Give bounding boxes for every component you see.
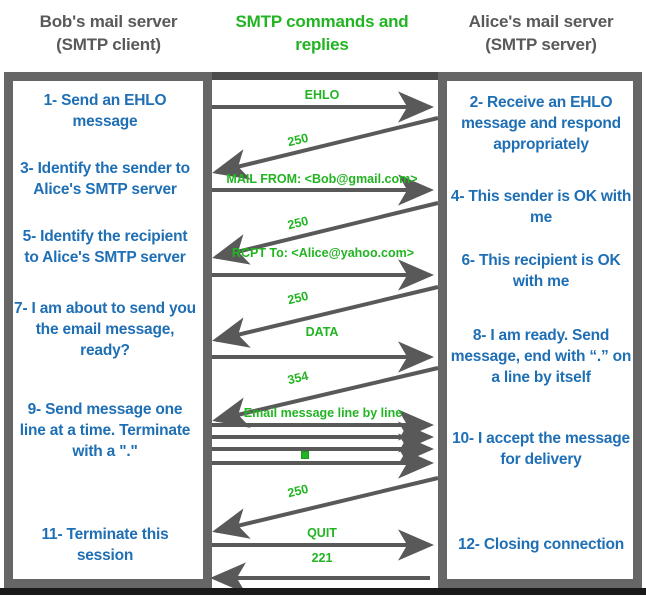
message-terminator-marker	[301, 451, 309, 459]
label-250-b: 250	[286, 213, 310, 233]
heading-server-line2: (SMTP server)	[485, 35, 597, 54]
heading-client-line2: (SMTP client)	[56, 35, 161, 54]
heading-client: Bob's mail server (SMTP client)	[6, 10, 211, 56]
client-step-5: 5- Identify the recipient to Alice's SMT…	[22, 228, 188, 266]
client-step-7: 7- I am about to send you the email mess…	[14, 300, 196, 359]
server-step-10: 10- I accept the message for delivery	[452, 430, 630, 468]
server-step-2: 2- Receive an EHLO message and respond a…	[461, 94, 621, 153]
label-ehlo: EHLO	[304, 88, 340, 102]
client-step-3: 3- Identify the sender to Alice's SMTP s…	[20, 160, 190, 198]
client-step-1: 1- Send an EHLO message	[43, 92, 167, 130]
label-221: 221	[311, 551, 333, 565]
heading-server: Alice's mail server (SMTP server)	[440, 10, 642, 56]
heading-center: SMTP commands and replies	[222, 10, 422, 56]
heading-server-line1: Alice's mail server	[468, 12, 614, 31]
server-step-4: 4- This sender is OK with me	[450, 188, 632, 226]
server-step-6: 6- This recipient is OK with me	[461, 252, 621, 290]
heading-center-line1: SMTP commands and	[235, 12, 409, 31]
label-250-a: 250	[286, 130, 310, 150]
frame-top-bar	[4, 72, 642, 80]
label-mail-from: MAIL FROM: <Bob@gmail.com>	[226, 172, 418, 186]
server-step-8: 8- I am ready. Send message, end with “.…	[450, 327, 632, 386]
label-250-d: 250	[286, 481, 310, 501]
label-body: Email message line by line	[243, 406, 403, 420]
arrow-250-a	[212, 116, 439, 180]
client-step-11: 11- Terminate this session	[41, 526, 169, 564]
label-data: DATA	[305, 325, 339, 339]
label-250-c: 250	[286, 288, 310, 308]
heading-client-line1: Bob's mail server	[39, 12, 178, 31]
label-quit: QUIT	[307, 526, 337, 540]
heading-center-line2: replies	[295, 35, 349, 54]
frame-bottom-bar	[0, 588, 646, 595]
label-354: 354	[286, 368, 310, 388]
client-step-9: 9- Send message one line at a time. Term…	[19, 401, 191, 460]
server-step-12: 12- Closing connection	[457, 536, 625, 553]
server-box	[438, 72, 642, 588]
client-box	[4, 72, 212, 588]
label-rcpt-to: RCPT To: <Alice@yahoo.com>	[231, 246, 415, 260]
